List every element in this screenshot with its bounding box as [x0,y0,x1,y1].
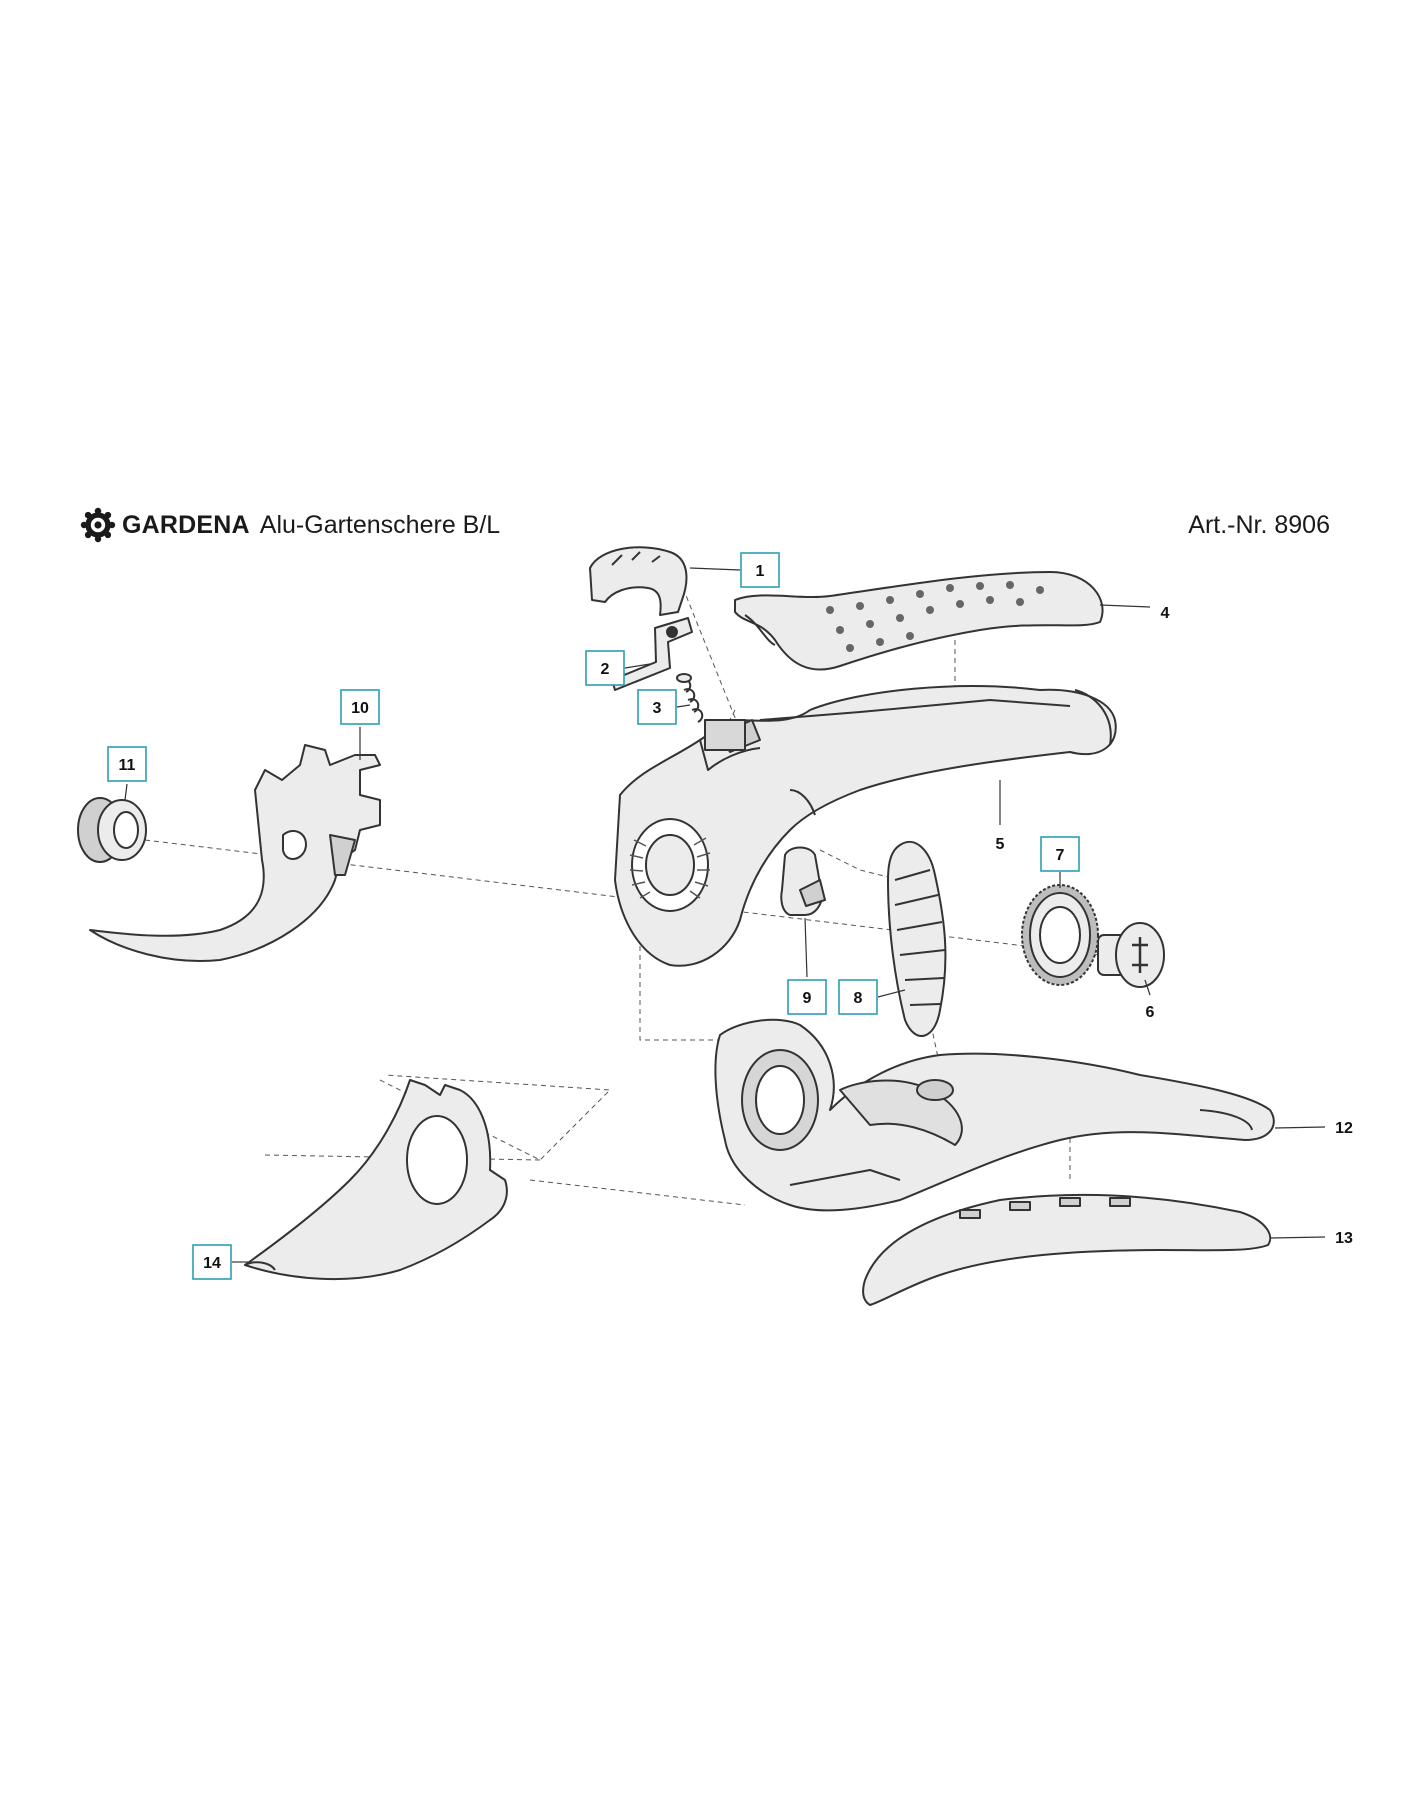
leader-line-part-11 [124,783,128,801]
part-6-pivot-screw [1097,922,1165,988]
callout-box-part-8 [838,979,878,1015]
callout-part-11: 11 [107,746,147,801]
leader-line-part-3 [676,704,691,708]
leader-line-part-6 [1144,979,1151,996]
leader-line-part-8 [877,989,906,998]
callout-label-part-2: 2 [601,661,610,678]
brand-name: GARDENA [122,510,250,539]
leader-line-part-4 [1099,604,1151,608]
leader-line-part-1 [689,567,741,571]
callout-label-part-6: 6 [1146,1004,1155,1021]
part-13-handle-cover [862,1193,1272,1306]
callout-part-4: 4 [1099,604,1170,622]
callout-part-5: 5 [996,780,1005,853]
callout-label-part-11: 11 [119,757,136,774]
callout-part-3: 3 [637,689,691,725]
part-3-spring [676,673,704,723]
callout-label-part-5: 5 [996,836,1005,853]
part-9-stopper [780,846,826,916]
callout-part-8: 8 [838,979,906,1015]
callout-label-part-4: 4 [1161,605,1170,622]
callout-box-part-14 [192,1244,232,1280]
leader-line-part-9 [804,917,808,978]
callout-part-7: 7 [1040,836,1080,888]
leader-line-part-2 [624,663,651,669]
part-4-handle-cover [734,571,1104,671]
part-8-spring-cushion [887,840,947,1037]
part-10-anvil-blade [89,744,381,962]
part-1-grip-cap [589,546,688,616]
callout-label-part-14: 14 [203,1255,221,1272]
leader-line-part-13 [1269,1236,1326,1239]
article-number: Art.-Nr. 8906 [1188,511,1330,539]
callout-part-10: 10 [340,689,380,760]
callout-label-part-9: 9 [803,990,812,1007]
callout-part-6: 6 [1144,979,1155,1021]
leader-line-part-12 [1274,1126,1326,1129]
callout-label-part-1: 1 [756,563,765,580]
product-name: Alu-Gartenschere B/L [259,510,501,539]
callout-part-14: 14 [192,1244,248,1280]
part-11-nut [77,797,147,863]
callout-label-part-3: 3 [653,700,662,717]
callout-part-12: 12 [1274,1120,1353,1137]
callout-box-part-1 [740,552,780,588]
callout-label-part-8: 8 [854,990,863,1007]
part-12-lower-handle [714,1018,1275,1212]
parts-artwork [77,546,1275,1306]
callout-label-part-12: 12 [1335,1120,1353,1137]
header-brand: GARDENA Alu-Gartenschere B/L [80,505,500,545]
callout-part-2: 2 [585,650,651,686]
part-14-cutting-blade [244,1079,508,1281]
callout-part-1: 1 [689,552,780,588]
gardena-logo-icon [80,507,116,543]
callout-box-part-2 [585,650,625,686]
part-2-lock-slider [611,617,693,691]
callout-part-13: 13 [1269,1230,1353,1247]
part-5-upper-handle [614,685,1117,967]
callout-box-part-10 [340,689,380,725]
callout-box-part-9 [787,979,827,1015]
callout-part-9: 9 [787,917,827,1015]
part-7-adjusting-wheel [1021,884,1099,986]
callout-box-part-7 [1040,836,1080,872]
callout-label-part-10: 10 [351,700,369,717]
callout-label-part-7: 7 [1056,847,1065,864]
callout-label-part-13: 13 [1335,1230,1353,1247]
callout-box-part-11 [107,746,147,782]
callout-box-part-3 [637,689,677,725]
